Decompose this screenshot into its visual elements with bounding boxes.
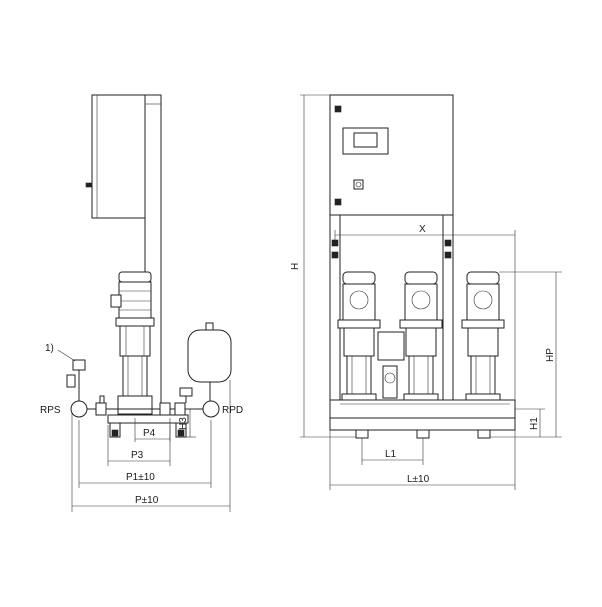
membrane-tank [187, 329, 232, 383]
label-rpd: RPD [222, 405, 243, 416]
suction-valve [95, 402, 107, 416]
label-p1: P1±10 [126, 472, 155, 483]
foot-1 [355, 429, 369, 439]
label-h1: H1 [529, 417, 540, 430]
pump-base [117, 395, 153, 415]
pump-1 [337, 271, 381, 403]
side-view-labels: 1) RPS RPD P4 P3 H3 P1±10 P±10 [40, 343, 243, 506]
label-l1: L1 [385, 449, 397, 460]
foot-3 [477, 429, 491, 439]
label-footnote: 1) [45, 343, 54, 354]
front-view [329, 94, 516, 439]
suction-header [70, 400, 88, 418]
foot-2 [416, 429, 430, 439]
side-view [57, 94, 232, 438]
main-switch [353, 179, 364, 190]
front-view-labels: H X HP H1 L1 L±10 [290, 224, 556, 485]
pump-hydraulics [122, 355, 148, 397]
discharge-valve [159, 402, 171, 416]
sensor-assembly [382, 365, 398, 399]
label-p: P±10 [135, 495, 159, 506]
side-view-dimensions [71, 380, 231, 512]
discharge-header [202, 400, 220, 418]
front-base-frame [329, 399, 516, 419]
label-h3: H3 [178, 417, 189, 430]
label-l: L±10 [407, 474, 430, 485]
terminal-box [110, 294, 122, 308]
label-x: X [419, 224, 426, 235]
front-control-cabinet [329, 94, 454, 216]
control-cabinet [91, 94, 153, 219]
label-rps: RPS [40, 405, 61, 416]
label-hp: HP [545, 348, 556, 362]
pressure-switch [179, 387, 193, 397]
sensor-kit [72, 359, 86, 371]
front-view-dimensions [300, 94, 562, 490]
pump-2 [399, 271, 443, 403]
label-p3: P3 [131, 450, 144, 461]
label-p4: P4 [143, 428, 156, 439]
base-frame [107, 414, 189, 424]
pump-motor [118, 281, 152, 319]
discharge-manifold [377, 331, 405, 361]
pump-motor-cap [118, 271, 152, 283]
pump-3 [461, 271, 505, 403]
pump-lantern [119, 325, 151, 357]
label-h: H [290, 263, 301, 270]
